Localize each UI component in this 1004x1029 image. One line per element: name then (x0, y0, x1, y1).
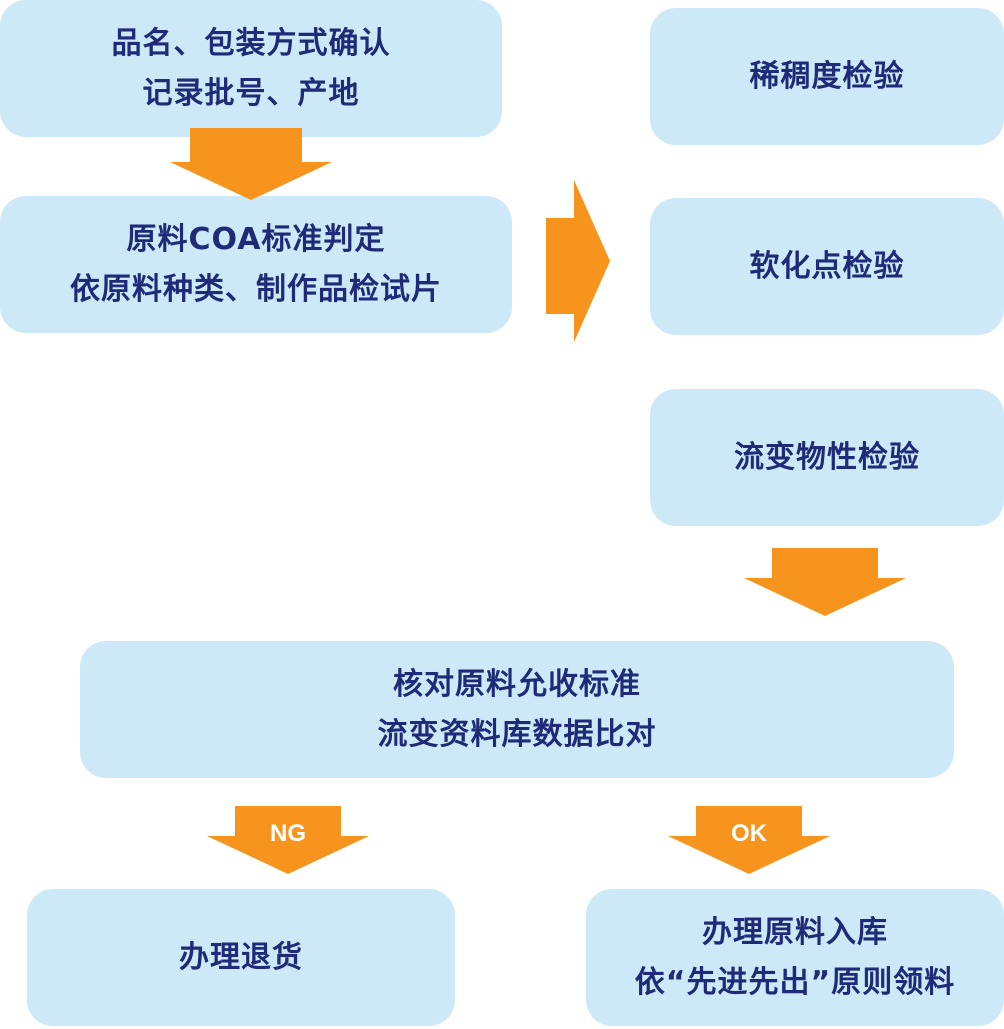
ng-label: NG (270, 820, 306, 847)
box-confirm-line2: 记录批号、产地 (142, 75, 360, 111)
arrow-right (546, 180, 610, 342)
box-check-line2: 流变资料库数据比对 (377, 716, 657, 752)
ok-label: OK (731, 820, 767, 847)
box-coa-line1: 原料COA标准判定 (126, 221, 386, 257)
box-check-line1: 核对原料允收标准 (393, 666, 641, 702)
box-confirm-product: 品名、包装方式确认 记录批号、产地 (0, 0, 502, 137)
box-storage: 办理原料入库 依“先进先出”原则领料 (586, 889, 1004, 1026)
arrow-ng (207, 806, 369, 874)
arrow-down-2 (744, 548, 906, 616)
box-check-standard: 核对原料允收标准 流变资料库数据比对 (80, 641, 954, 778)
box-viscosity-line1: 稀稠度检验 (749, 58, 905, 94)
box-softening-test: 软化点检验 (650, 198, 1004, 335)
box-storage-line2: 依“先进先出”原则领料 (634, 964, 956, 1000)
box-confirm-line1: 品名、包装方式确认 (111, 25, 391, 61)
box-rheology-test: 流变物性检验 (650, 389, 1004, 526)
box-coa-line2: 依原料种类、制作品检试片 (70, 271, 442, 307)
box-viscosity-test: 稀稠度检验 (650, 8, 1004, 145)
arrow-down-1 (170, 128, 332, 200)
box-return-goods: 办理退货 (27, 889, 455, 1026)
box-coa-judgement: 原料COA标准判定 依原料种类、制作品检试片 (0, 196, 512, 333)
box-return-line1: 办理退货 (179, 939, 303, 975)
box-rheology-line1: 流变物性检验 (734, 439, 920, 475)
box-softening-line1: 软化点检验 (749, 248, 905, 284)
arrow-ok (668, 806, 830, 874)
box-storage-line1: 办理原料入库 (702, 914, 888, 950)
